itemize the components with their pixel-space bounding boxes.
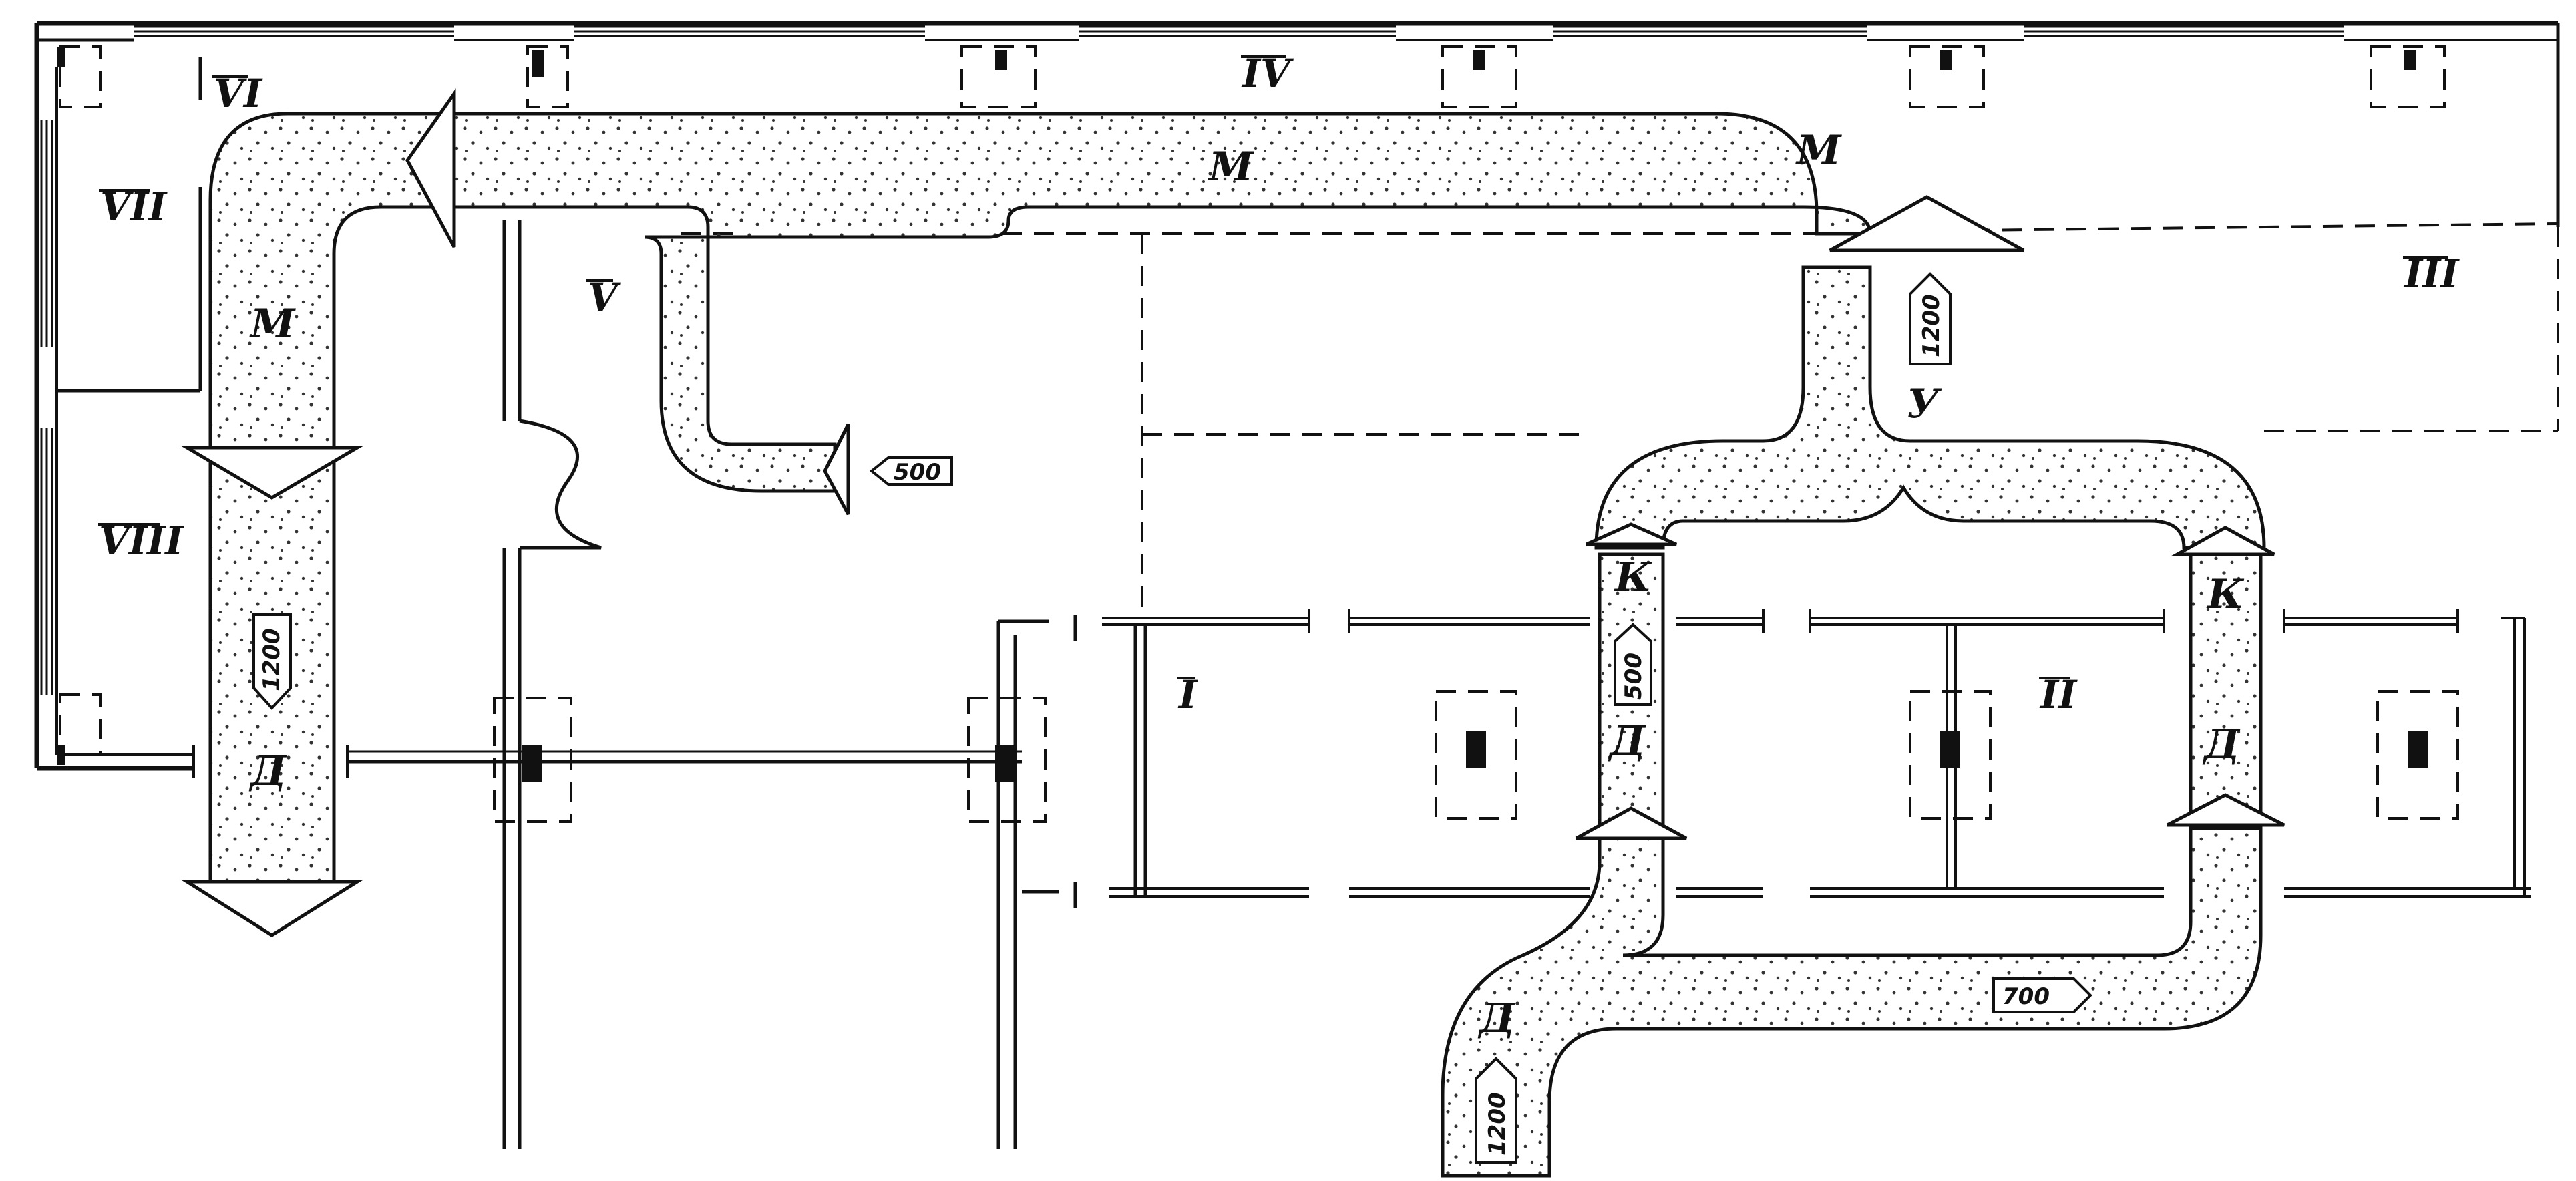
tag-1200-bottom-shape (1475, 1057, 1517, 1164)
arrow-up-d-left (1575, 806, 1688, 840)
room-label-VI: VI (214, 71, 263, 116)
arrow-left-500 (823, 423, 850, 516)
columns (57, 47, 2428, 782)
tag-700: 700 (2002, 983, 2050, 1010)
arrow-up-k-right (2171, 526, 2275, 556)
room-labels: VI VII VIII IV V III I II (98, 51, 2460, 717)
flow-label-m-top: М (1208, 144, 1254, 190)
tag-500-kd: 500 (1620, 653, 1647, 700)
tag-1200-bottom: 1200 (1484, 1092, 1511, 1156)
tag-1200-riser-shape (1909, 272, 1952, 365)
flow-label-m-left: М (249, 301, 296, 347)
flow-letter-labels: М М М Д У К Д К Д Д (248, 127, 2245, 1042)
room-label-I: I (1177, 672, 1198, 717)
left-windows (40, 120, 53, 695)
flow-label-k-left: К (1614, 554, 1652, 601)
tag-1200-left-shape (252, 613, 292, 710)
flow-u-riser (1594, 265, 2266, 550)
arrow-up-riser (1829, 195, 2025, 252)
top-windows (134, 25, 2344, 37)
tag-500-kd-shape (1614, 623, 1652, 706)
flow-arrows (180, 88, 2285, 937)
tag-500-horizontal: 500 (894, 459, 941, 486)
room-label-VII: VII (100, 184, 168, 230)
dashed-zone-boundaries (59, 45, 2559, 823)
room-label-V: V (588, 275, 621, 320)
flow-d-bottom (1441, 826, 2263, 1178)
room-label-III: III (2403, 251, 2460, 297)
room-label-II: II (2039, 672, 2078, 717)
flow-m-main (208, 112, 1872, 493)
arrow-down-left-exit (181, 880, 363, 937)
flow-label-d-mid-right: Д (2202, 721, 2241, 768)
flow-label-d-bottom: Д (1477, 995, 1516, 1042)
flow-tags (252, 272, 2092, 1164)
flow-label-u: У (1907, 381, 1942, 428)
arrow-up-d-right (2166, 793, 2285, 827)
tag-500-shape (869, 456, 953, 486)
tag-700-shape (1992, 977, 2092, 1013)
flow-label-d-mid-left: Д (1608, 718, 1646, 765)
room-label-VIII: VIII (99, 518, 184, 564)
arrow-down-left-upper (180, 446, 364, 500)
flow-label-m-right: М (1795, 127, 1842, 174)
room-label-IV: IV (1241, 51, 1294, 96)
flow-label-k-right: К (2206, 571, 2245, 618)
flow-label-d-left: Д (248, 748, 287, 795)
arrow-up-k-left (1585, 522, 1678, 546)
tag-1200-left: 1200 (258, 628, 285, 691)
tag-1200-riser: 1200 (1918, 294, 1945, 357)
arrow-left-top (405, 88, 456, 248)
